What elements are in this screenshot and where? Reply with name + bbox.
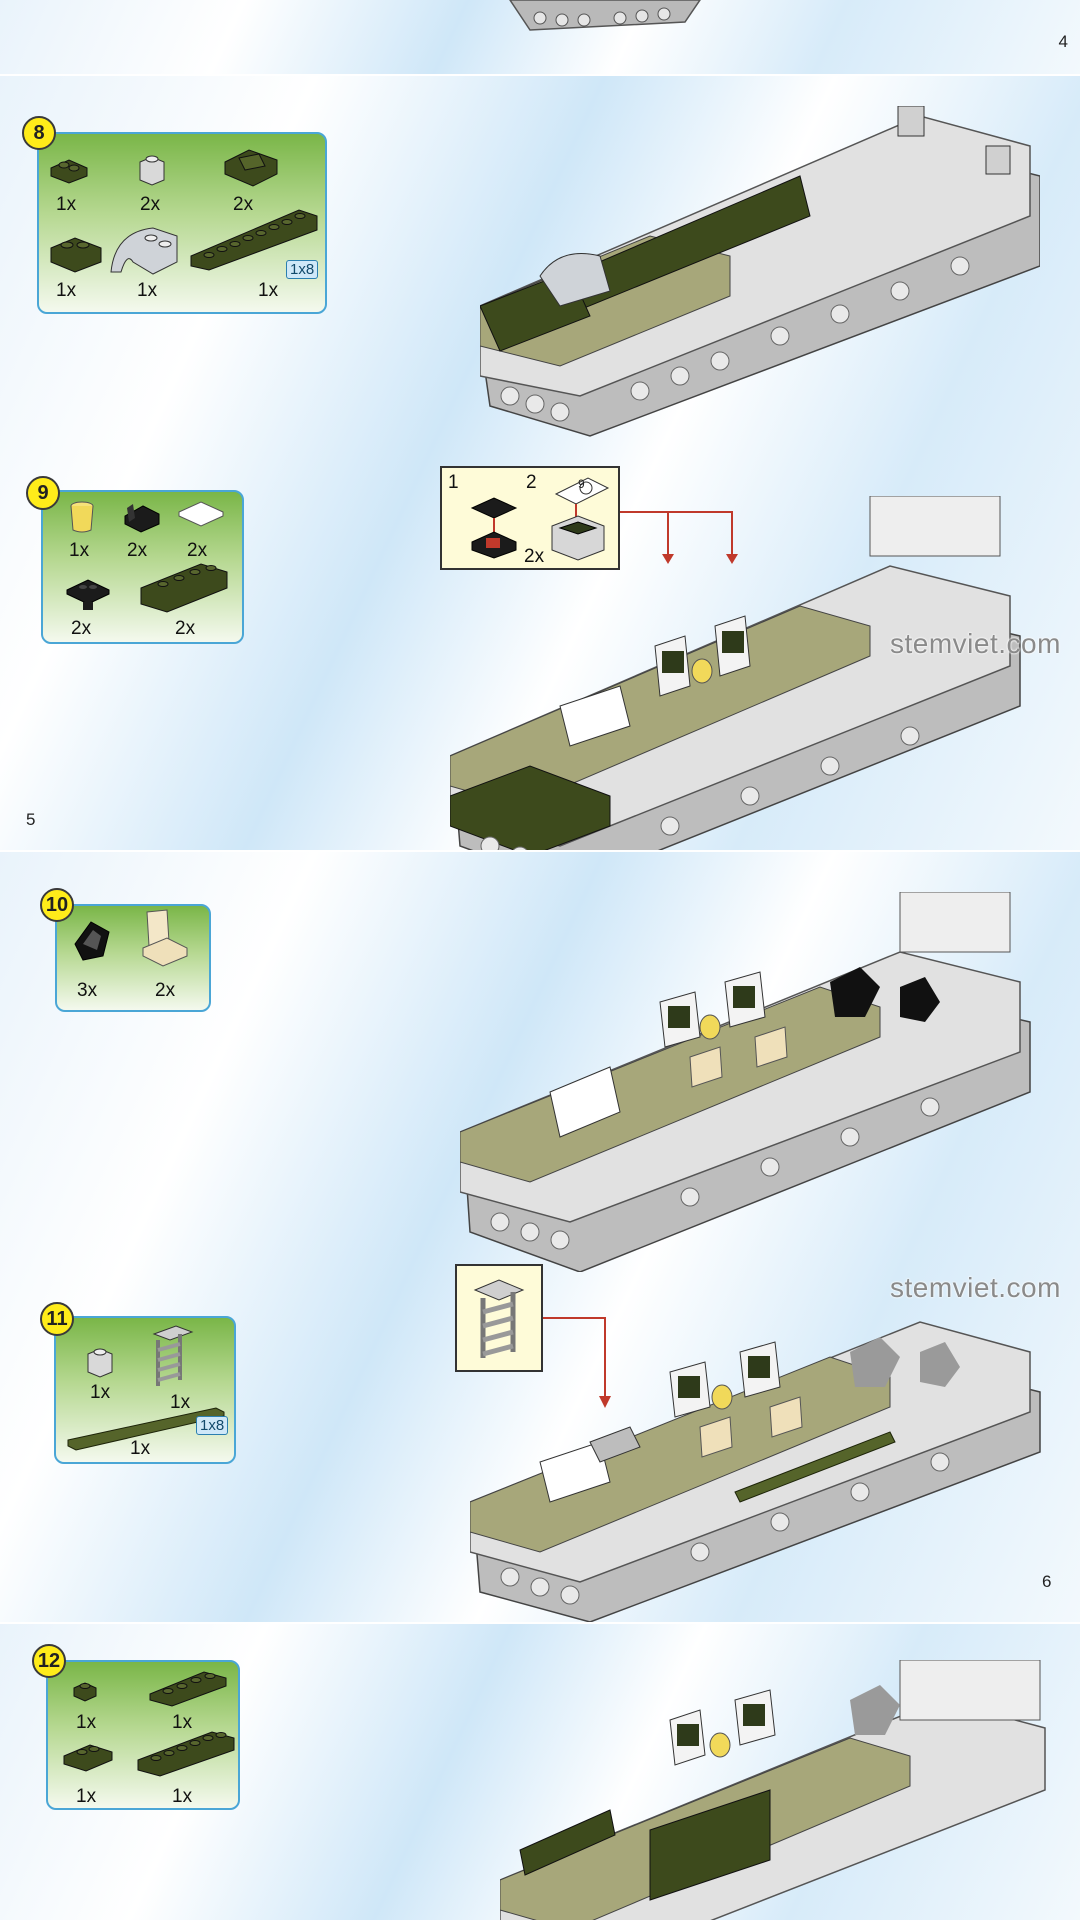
quantity-label: 2x: [140, 194, 161, 215]
quantity-label: 1x: [76, 1712, 97, 1733]
quantity-label: 2x: [155, 980, 176, 1001]
windscreen-black-icon: [74, 921, 110, 961]
tile-white-icon: [178, 501, 224, 527]
sub-assembly-callout: [455, 1264, 543, 1372]
page-number: 4: [1058, 32, 1068, 51]
sub-step-quantity: 2x: [524, 546, 545, 567]
parts-box-step-9: 1x 2x 2x 2x 2x: [41, 490, 244, 644]
model-preview-top: [509, 0, 701, 31]
brick-1x2-dark-green-icon: [63, 1744, 113, 1772]
model-step-10: [460, 892, 1031, 1272]
chair-tan-icon: [142, 909, 188, 967]
parts-box-step-10: 3x 2x: [55, 904, 211, 1012]
seat-black-icon: [124, 504, 160, 533]
quantity-label: 1x: [130, 1438, 151, 1459]
quantity-label: 1x: [172, 1712, 193, 1733]
callout-arrow: [620, 511, 738, 564]
sub-assembly-callout: 1 2 2x 9: [440, 466, 620, 570]
step-number-badge: 11: [40, 1302, 74, 1336]
brick-1x1-light-gray-icon: [139, 155, 165, 186]
page-separator: [0, 850, 1080, 852]
cup-trans-yellow-icon: [70, 501, 94, 533]
quantity-label: 1x: [137, 280, 158, 301]
brick-1x4-dark-green-icon: [149, 1671, 227, 1707]
quantity-label: 2x: [187, 540, 208, 561]
quantity-label: 1x: [90, 1382, 111, 1403]
parts-box-step-11: 1x 1x 1x8 1x: [54, 1316, 236, 1464]
curved-brick-light-gray-icon: [110, 227, 178, 275]
quantity-label: 1x: [56, 194, 77, 215]
length-tag: 1x8: [196, 1416, 229, 1435]
page-number: 6: [1042, 1572, 1052, 1591]
quantity-label: 1x: [69, 540, 90, 561]
ladder-assembly-icon: [473, 1279, 525, 1358]
plate-black-icon: [66, 579, 110, 610]
page-7: 1x 1x 1x 1x 12: [0, 1624, 1080, 1920]
watermark: stemviet.com: [890, 628, 1061, 659]
sub-step-label: 1: [448, 472, 459, 493]
sub-step-label: 2: [526, 472, 537, 493]
brick-1x6-dark-green-icon: [137, 1731, 235, 1777]
page-5: 1x 2x 2x 1x 1x 1x8: [0, 76, 1080, 850]
page-number: 5: [26, 810, 36, 829]
quantity-label: 3x: [77, 980, 98, 1001]
brick-1x1-light-gray-icon: [87, 1348, 113, 1378]
model-step-8: [480, 106, 1040, 437]
brick-2x2-corner-dark-green-icon: [50, 237, 102, 273]
quantity-label: 1x: [76, 1786, 97, 1807]
quantity-label: 2x: [233, 194, 254, 215]
step-number-badge: 9: [26, 476, 60, 510]
page-separator: [0, 1622, 1080, 1624]
quantity-label: 1x: [56, 280, 77, 301]
model-step-12: [500, 1660, 1046, 1920]
page-4: 4: [0, 0, 1080, 74]
callout-arrow: [543, 1317, 611, 1408]
ladder-light-gray-icon: [152, 1325, 194, 1386]
technic-brick-dark-green-icon: [140, 563, 228, 613]
brick-1x2-dark-green-icon: [50, 159, 88, 184]
page-separator: [0, 74, 1080, 76]
quantity-label: 2x: [71, 618, 92, 639]
step-number-badge: 10: [40, 888, 74, 922]
length-tag: 1x8: [286, 260, 319, 279]
quantity-label: 2x: [175, 618, 196, 639]
quantity-label: 1x: [170, 1392, 191, 1413]
quantity-label: 2x: [127, 540, 148, 561]
brick-1x8-dark-green-icon: [190, 209, 318, 271]
sub-assembly-seat-icon: [470, 497, 518, 559]
parts-box-step-12: 1x 1x 1x 1x: [46, 1660, 240, 1810]
model-step-11: [470, 1321, 1041, 1622]
quantity-label: 1x: [172, 1786, 193, 1807]
parts-box-step-8: 1x 2x 2x 1x 1x 1x8: [37, 132, 327, 314]
quantity-label: 1x: [258, 280, 279, 301]
sub-step-badge: 9: [578, 477, 585, 491]
step-number-badge: 8: [22, 116, 56, 150]
page-6: 3x 2x 10 1x: [0, 852, 1080, 1622]
sub-assembly-computer-icon: [551, 477, 610, 561]
slope-brick-dark-green-icon: [224, 149, 278, 187]
step-number-badge: 12: [32, 1644, 66, 1678]
model-step-9: [450, 496, 1021, 850]
watermark: stemviet.com: [890, 1272, 1061, 1303]
brick-1x1-dark-green-icon: [73, 1682, 97, 1702]
